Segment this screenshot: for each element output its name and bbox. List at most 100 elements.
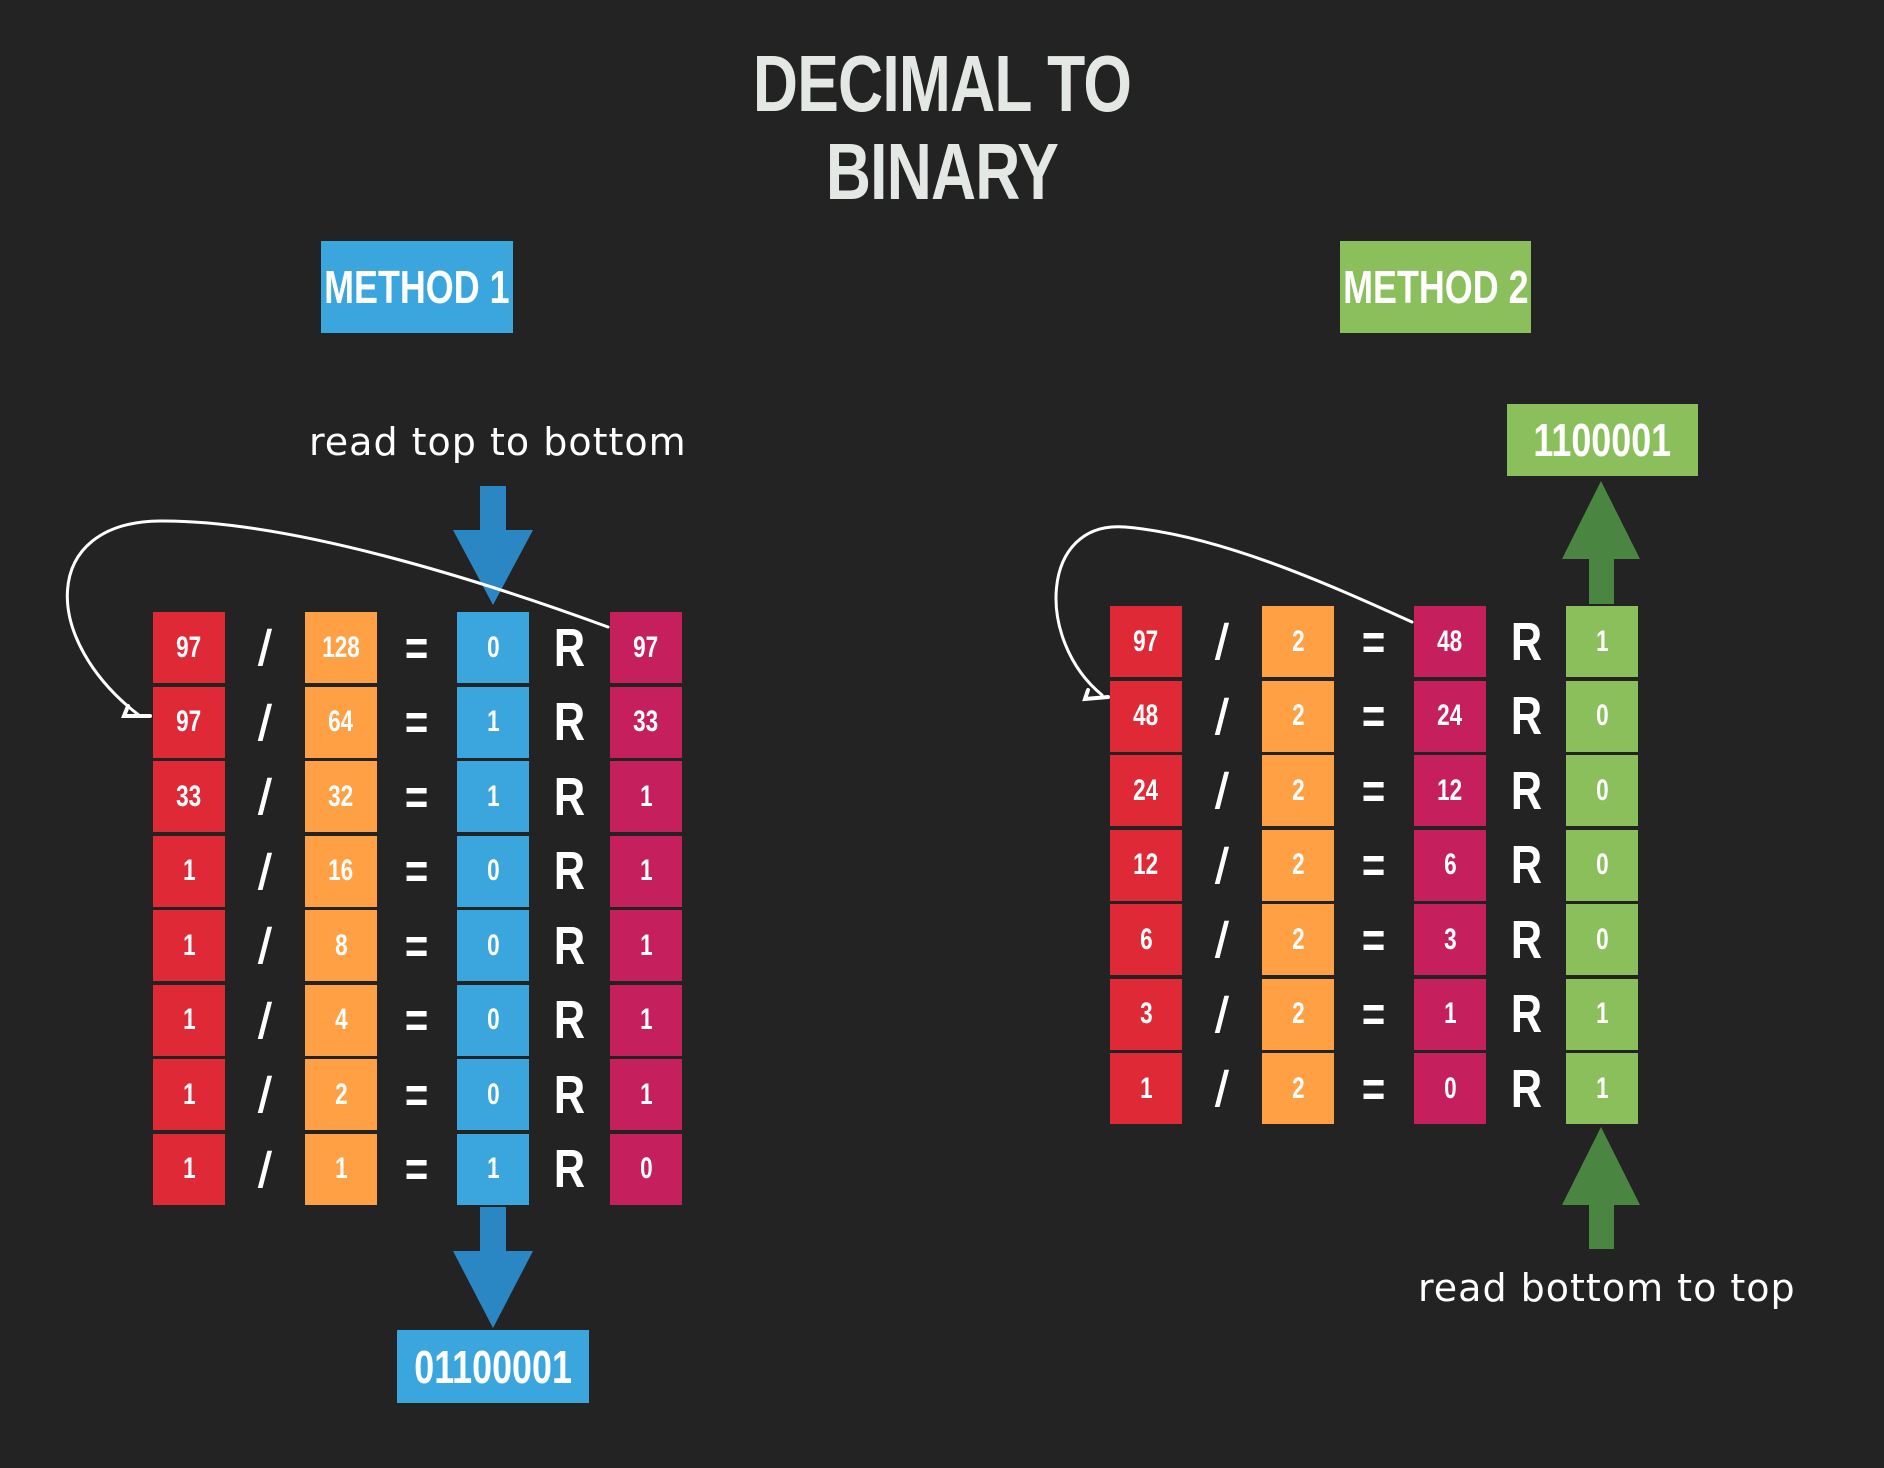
divisor-cell: 2 [305,1059,377,1130]
remainder-marker: R [1510,1058,1542,1119]
divisor-cell: 2 [1262,978,1334,1050]
divisor-cell: 2 [1262,755,1334,826]
divisor-cell: 1 [305,1133,377,1205]
dividend-cell: 1 [153,1059,225,1130]
divisor-cell: 2 [1262,904,1334,975]
remainder-marker: R [553,841,585,901]
quotient-cell: 0 [457,984,529,1056]
equals-sign: = [405,1066,429,1123]
dividend-cell: 48 [1110,680,1182,752]
remainder-cell: 1 [610,984,682,1056]
remainder-cell: 0 [610,1133,682,1205]
equals-sign: = [1362,911,1386,968]
dividend-cell: 97 [1110,606,1182,677]
quotient-cell: 0 [457,835,529,907]
dividend-cell: 97 [153,612,225,683]
equals-sign: = [405,619,429,676]
quotient-cell: 1 [1414,978,1486,1050]
divisor-cell: 2 [1262,606,1334,677]
equals-sign: = [405,768,429,825]
remainder-cell: 0 [1566,904,1638,975]
remainder-marker: R [1510,760,1542,821]
method-1-label: METHOD 1 [321,241,513,333]
method-2-instruction: read bottom to top [1418,1266,1796,1310]
quotient-cell: 0 [457,612,529,683]
divisor-cell: 32 [305,761,377,832]
dividend-cell: 97 [153,686,225,758]
title-line-1: DECIMAL TO [752,39,1132,128]
divisor-cell: 2 [1262,829,1334,901]
down-arrow-icon [453,486,533,605]
remainder-marker: R [553,915,585,976]
remainder-marker: R [553,617,585,678]
divisor-cell: 4 [305,984,377,1056]
remainder-cell: 0 [1566,680,1638,752]
dividend-cell: 1 [1110,1053,1182,1124]
divisor-cell: 64 [305,686,377,758]
equals-sign: = [1362,837,1386,893]
quotient-cell: 12 [1414,755,1486,826]
divisor-cell: 128 [305,612,377,683]
remainder-cell: 97 [610,612,682,683]
dividend-cell: 1 [153,910,225,981]
divisor-cell: 2 [1262,680,1334,752]
method-1-instruction: read top to bottom [309,420,687,464]
dividend-cell: 6 [1110,904,1182,975]
remainder-cell: 1 [1566,1053,1638,1124]
equals-sign: = [1362,1060,1386,1117]
remainder-cell: 0 [1566,755,1638,826]
quotient-cell: 0 [1414,1053,1486,1124]
quotient-cell: 24 [1414,680,1486,752]
remainder-marker: R [1510,686,1542,746]
remainder-marker: R [1510,909,1542,970]
divisor-cell: 2 [1262,1053,1334,1124]
divisor-cell: 8 [305,910,377,981]
method-2-label: METHOD 2 [1340,241,1531,333]
curved-arrow-icon [66,519,610,718]
method-1-result: 01100001 [397,1330,589,1403]
equals-sign: = [1362,986,1386,1042]
equals-sign: = [1362,688,1386,744]
remainder-marker: R [553,1064,585,1125]
remainder-cell: 1 [610,910,682,981]
remainder-marker: R [553,766,585,827]
remainder-marker: R [553,1139,585,1199]
up-arrow-icon [1562,481,1640,604]
remainder-marker: R [1510,611,1542,672]
remainder-cell: 33 [610,686,682,758]
dividend-cell: 1 [153,835,225,907]
equals-sign: = [1362,613,1386,670]
equals-sign: = [405,1141,429,1197]
equals-sign: = [405,992,429,1048]
remainder-cell: 0 [1566,829,1638,901]
remainder-marker: R [1510,835,1542,895]
divisor-cell: 16 [305,835,377,907]
down-arrow-icon [453,1207,533,1328]
dividend-cell: 24 [1110,755,1182,826]
remainder-marker: R [553,692,585,752]
quotient-cell: 1 [457,1133,529,1205]
remainder-cell: 1 [1566,606,1638,677]
quotient-cell: 3 [1414,904,1486,975]
quotient-cell: 1 [457,686,529,758]
quotient-cell: 48 [1414,606,1486,677]
remainder-cell: 1 [610,1059,682,1130]
dividend-cell: 1 [153,984,225,1056]
dividend-cell: 1 [153,1133,225,1205]
equals-sign: = [405,917,429,974]
quotient-cell: 1 [457,761,529,832]
remainder-marker: R [553,990,585,1050]
method-2-result: 1100001 [1507,404,1698,476]
remainder-cell: 1 [610,835,682,907]
remainder-marker: R [1510,984,1542,1044]
dividend-cell: 33 [153,761,225,832]
remainder-cell: 1 [1566,978,1638,1050]
dividend-cell: 12 [1110,829,1182,901]
curved-arrow-icon [1054,525,1414,702]
up-arrow-icon [1562,1127,1640,1249]
remainder-cell: 1 [610,761,682,832]
page-title: DECIMAL TO BINARY [207,40,1677,216]
quotient-cell: 0 [457,910,529,981]
equals-sign: = [405,694,429,750]
title-line-2: BINARY [825,127,1059,216]
